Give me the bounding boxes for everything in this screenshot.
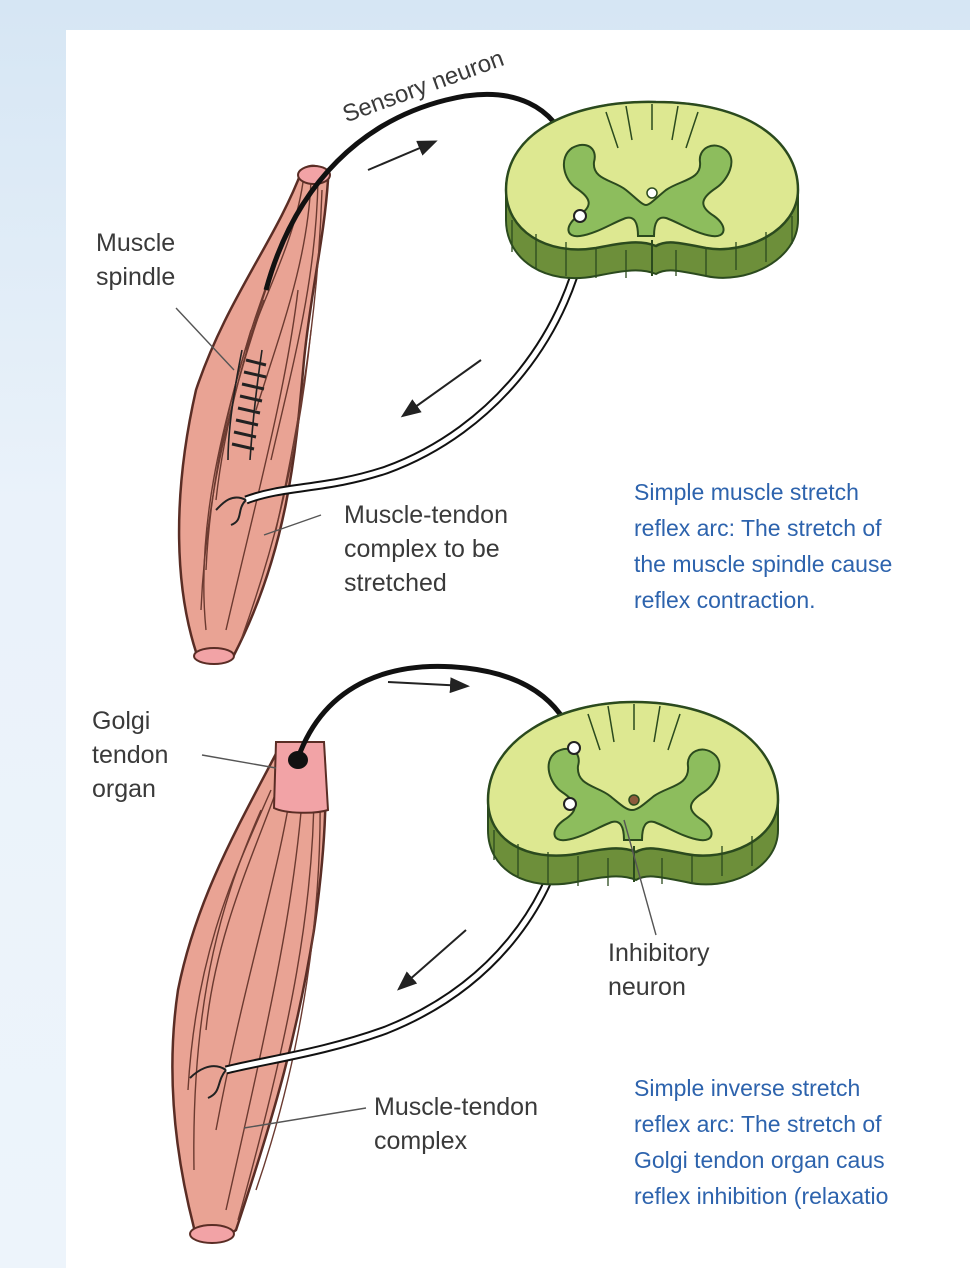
inhibitory-neuron-label: Inhibitory neuron [608,936,709,1004]
muscle-spindle-label: Muscle spindle [96,226,175,294]
spinal-cord-top [506,102,798,278]
efferent-arrow-bottom [400,930,466,988]
spinal-cord-bottom [488,702,778,886]
golgi-tendon-organ-label: Golgi tendon organ [92,704,168,806]
afferent-arrow-bottom [388,682,466,686]
inverse-stretch-reflex-caption: Simple inverse stretch reflex arc: The s… [634,1070,970,1214]
muscle-tendon-stretched-label: Muscle-tendon complex to be stretched [344,498,508,600]
muscle-bottom [172,742,328,1243]
afferent-arrow-top [368,142,434,170]
muscle-tendon-complex-label: Muscle-tendon complex [374,1090,538,1158]
stretch-reflex-caption: Simple muscle stretch reflex arc: The st… [634,474,970,618]
efferent-arrow-top [404,360,481,415]
golgi-organ-pointer [202,755,276,768]
figure-panel: Sensory neuron Muscle spindle Muscle-ten… [66,30,970,1268]
